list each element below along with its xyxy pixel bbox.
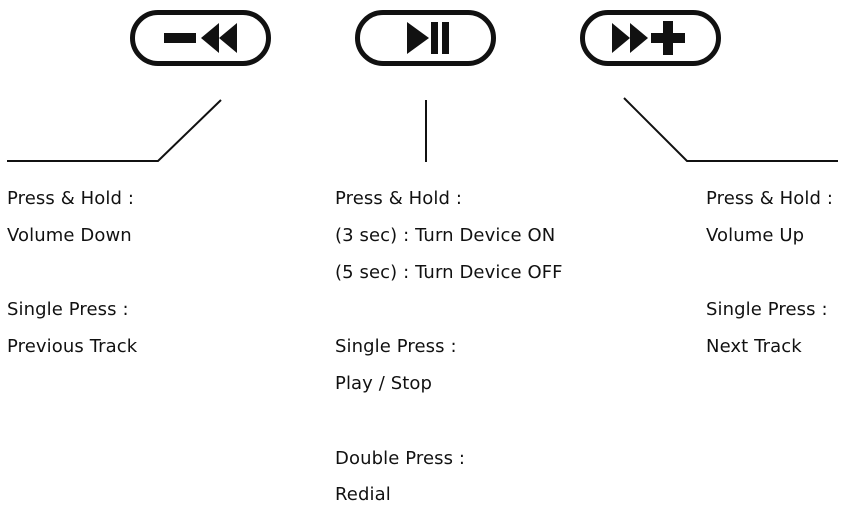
play-pause-button[interactable] <box>355 10 496 66</box>
rewind-minus-icon <box>164 23 237 53</box>
left-single-action: Previous Track <box>7 336 138 357</box>
leader-line-left <box>7 99 222 162</box>
volume-down-previous-button[interactable] <box>130 10 271 66</box>
left-hold-label: Press & Hold : <box>7 188 135 209</box>
center-double-label: Double Press : <box>335 448 466 469</box>
left-hold-action: Volume Down <box>7 225 132 246</box>
volume-up-next-button[interactable] <box>580 10 721 66</box>
center-hold-label: Press & Hold : <box>335 188 463 209</box>
leader-line-right <box>623 97 838 162</box>
right-hold-label: Press & Hold : <box>706 188 834 209</box>
play-pause-icon <box>407 22 449 54</box>
center-single-label: Single Press : <box>335 336 457 357</box>
right-hold-action: Volume Up <box>706 225 805 246</box>
right-single-action: Next Track <box>706 336 802 357</box>
fast-forward-plus-icon <box>612 21 685 55</box>
left-single-label: Single Press : <box>7 299 129 320</box>
right-single-label: Single Press : <box>706 299 828 320</box>
center-double-action: Redial <box>335 484 391 505</box>
center-single-action: Play / Stop <box>335 373 433 394</box>
center-on-line: (3 sec) : Turn Device ON <box>335 225 556 246</box>
center-off-line: (5 sec) : Turn Device OFF <box>335 262 563 283</box>
